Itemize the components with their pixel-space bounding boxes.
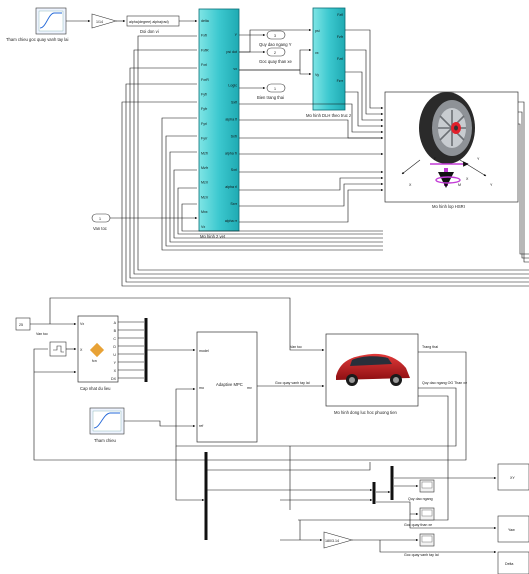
scope-goc-quay-vanh[interactable] [420,534,434,546]
inport-van-toc[interactable] [92,214,110,222]
scope-1-label: Quy dao ngang [408,497,433,501]
dlh-in-port-2: Vy [315,73,319,77]
reference-source-label: Tham chieu [94,438,117,443]
two-track-out-port-8: Sxrl [231,168,237,172]
two-track-out-port-5: alpha fl [225,118,237,122]
inport-van-toc-label: Van toc [93,226,107,231]
two-track-in-port-14: Vx [201,225,205,229]
two-track-out-port-1: psi dot [226,50,237,54]
two-track-in-port-12: Mzrr [201,195,209,199]
dlh-to-tire-wires [345,30,383,126]
output-delta[interactable] [498,552,529,574]
reference-source-block[interactable] [90,408,124,434]
vehicle-dynamics-block[interactable] [326,334,418,406]
twotrack-to-tire-wires [239,104,383,222]
output-xy-label: XY [510,476,515,480]
two-track-out-port-3: Logic [228,84,237,88]
constant-25-value: 25 [19,323,23,327]
outport-bien-trang-thai[interactable] [267,84,285,92]
outport-1-label: Bien trang thai [257,95,284,100]
inport-van-toc-number: 1 [99,217,101,221]
two-track-out-port-7: alpha fr [225,151,238,155]
update-out-port-3: D [113,345,116,349]
two-track-out-port-10: Sxrr [230,202,237,206]
two-track-in-port-0: delta [201,19,209,23]
two-track-in-port-5: Fyfl [201,93,207,97]
two-track-in-port-13: Mxx [201,210,208,214]
unit-conversion-text: alpha(degree) alpha(rad) [129,20,169,24]
two-track-in-port-11: Mzrl [201,181,208,185]
two-track-in-port-7: Fyrl [201,122,207,126]
quy-dao-out-label: Quy dao ngang OG Than xe [422,381,467,385]
scope-goc-quay-than-xe[interactable] [420,508,434,520]
outport-quy-dao-ngang[interactable] [267,31,285,39]
vehicle-in-van-toc: Van toc [290,345,302,349]
outport-3-number: 3 [274,34,276,38]
mpc-port-ref: ref [199,424,203,428]
outport-2-number: 2 [274,51,276,55]
dlh-out-port-3: Fzrr [337,79,344,83]
steering-reference-label: Tham chieu goc quay vanh tay lai [6,37,68,42]
update-out-port-2: C [113,337,116,341]
two-track-in-port-4: FxrR [201,78,209,82]
vehicle-label: Mo hinh dong luc hoc phuong tien [334,410,398,415]
scope-3-label: Goc quay vanh tay lai [404,553,439,557]
mpc-title: Adaptive MPC [216,382,243,387]
tire-model-label: Mo hinh lop HSRI [432,204,465,209]
outport-goc-quay-than-xe[interactable] [267,48,285,56]
hsri-tire-model-block[interactable] [385,92,518,202]
two-track-in-port-1: FxfI [201,34,207,38]
mpc-port-model: model [199,349,209,353]
dlh-out-port-0: Fzfl [337,13,343,17]
dlh-in-port-1: vx [315,51,319,55]
gain-2-value: 180/3.14 [325,539,339,543]
trang-thai-label: Trang thai [422,345,438,349]
dlh-out-port-1: Fzfr [337,35,344,39]
two-track-out-port-11: alpha rr [225,219,238,223]
two-track-in-port-9: Mzfl [201,151,208,155]
two-track-out-port-6: Sxfr [231,134,238,138]
mpc-port-mo: mo [199,386,204,390]
scope-2-label: Goc quay than xe [404,523,432,527]
outport-3-label: Quy dao ngang Y [259,42,292,47]
two-track-out-port-2: vx [233,67,237,71]
two-track-out-port-9: alpha rl [225,185,237,189]
van-toc-tag: Van toc [36,332,48,336]
two-track-in-port-3: FxrI [201,63,207,67]
two-track-out-port-4: Sxfl [231,101,237,105]
dlh-label: Mo hinh DLH theo truc z [306,113,351,118]
steering-reference-block[interactable] [36,8,66,34]
dlh-out-port-2: Fzrl [337,57,343,61]
two-track-in-port-2: FxfR [201,48,209,52]
update-out-port-7: DX [111,377,117,381]
update-data-label: Cap nhat du lieu [80,386,111,391]
outport-2-label: Goc quay than xe [259,59,292,64]
output-delta-label: Delta [505,562,513,566]
output-yaw-label: Yaw [508,528,515,532]
update-fcn-label: fcn [92,359,97,363]
bus-to-mpc [118,318,195,382]
mv-out-label: Goc quay vanh tay lai [275,381,310,385]
mpc-port-mv: mv [247,386,252,390]
tire-output-wires [518,102,529,262]
gain-1-14-value: 1/14 [96,20,103,24]
two-track-in-port-8: Fyrr [201,137,208,141]
outport-1-number: 1 [274,87,276,91]
unit-conversion-label: Doi don vi [140,29,159,34]
dlh-in-port-0: psi [315,29,320,33]
two-track-in-port-6: Fyfr [201,107,208,111]
two-track-in-port-10: Mzfr [201,166,209,170]
update-port-vx: Vx [80,322,84,326]
scope-quy-dao-ngang[interactable] [420,480,434,492]
memory-block[interactable] [50,342,66,356]
tire-axis-m: M [458,183,461,187]
update-out-port-4: U [113,353,116,357]
